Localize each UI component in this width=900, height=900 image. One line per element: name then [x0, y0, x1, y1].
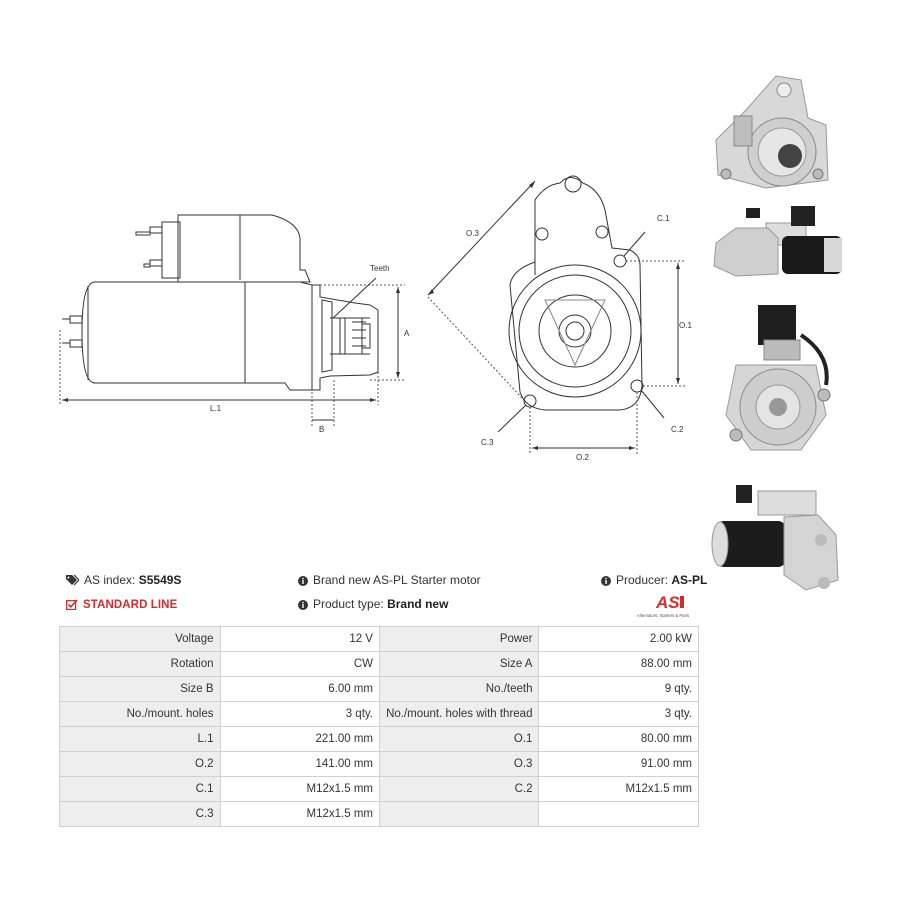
product-type-label: Product type: [313, 597, 384, 611]
spec-value: CW [219, 651, 380, 677]
spec-value: M12x1.5 mm [219, 776, 380, 802]
spec-value: 6.00 mm [219, 676, 380, 702]
spec-value: 91.00 mm [538, 751, 699, 777]
side-dimension-lines [59, 284, 405, 428]
spec-label: O.3 [378, 751, 540, 777]
side-view-drawing [62, 214, 379, 391]
spec-label: Power [378, 626, 540, 652]
description: Brand new AS-PL Starter motor [298, 573, 481, 587]
as-index-label: AS index: [84, 573, 136, 587]
spec-label: L.1 [59, 726, 221, 752]
spec-label: O.2 [59, 751, 221, 777]
dim-c2-label: C.2 [671, 425, 684, 434]
spec-value [538, 801, 699, 827]
dim-o2-label: O.2 [576, 453, 589, 462]
as-index: AS index: S5549S [66, 573, 181, 587]
angle-view-photo[interactable] [706, 485, 856, 595]
dim-l1-label: L.1 [210, 404, 222, 413]
spec-value: 12 V [219, 626, 380, 652]
as-index-value: S5549S [138, 573, 182, 587]
spec-label [378, 801, 540, 827]
dim-a-label: A [404, 329, 410, 338]
dim-c1-label: C.1 [657, 214, 670, 223]
spec-label: C.3 [59, 801, 221, 827]
spec-label: C.2 [378, 776, 540, 802]
spec-label: Rotation [59, 651, 221, 677]
as-pl-logo: AS Alternators, Starters & Parts [637, 593, 689, 618]
spec-value: 3 qty. [538, 701, 699, 727]
dim-o1-label: O.1 [679, 321, 692, 330]
standard-line: STANDARD LINE [66, 597, 177, 611]
spec-label: C.1 [59, 776, 221, 802]
spec-value: 221.00 mm [219, 726, 380, 752]
side-view-photo[interactable] [706, 198, 856, 283]
technical-drawing: Teeth A B L.1 O.3 O.1 O.2 C.1 C.2 C.3 [59, 175, 692, 462]
tags-icon [66, 575, 79, 586]
producer: Producer: AS-PL [601, 573, 707, 587]
spec-label: No./mount. holes [59, 701, 221, 727]
spec-value: 2.00 kW [538, 626, 699, 652]
logo-text: AS [655, 593, 680, 612]
producer-label: Producer: [616, 573, 669, 587]
spec-value: 3 qty. [219, 701, 380, 727]
spec-value: M12x1.5 mm [538, 776, 699, 802]
dim-b-label: B [319, 425, 324, 434]
info-icon [601, 575, 611, 586]
front-view-drawing [508, 175, 644, 411]
front-view-photo[interactable] [706, 70, 856, 195]
spec-label: No./teeth [378, 676, 540, 702]
product-type-value: Brand new [387, 597, 449, 611]
checkbox-icon [66, 599, 78, 611]
spec-value: 9 qty. [538, 676, 699, 702]
dim-c3-label: C.3 [481, 438, 494, 447]
product-type: Product type: Brand new [298, 597, 448, 611]
spec-value: M12x1.5 mm [219, 801, 380, 827]
logo-tagline: Alternators, Starters & Parts [637, 613, 689, 618]
standard-line-label: STANDARD LINE [83, 599, 178, 611]
spec-label: No./mount. holes with thread [378, 701, 540, 727]
spec-label: O.1 [378, 726, 540, 752]
producer-value: AS-PL [671, 573, 708, 587]
spec-label: Size A [378, 651, 540, 677]
info-icon [298, 575, 308, 586]
spec-value: 88.00 mm [538, 651, 699, 677]
rear-view-photo[interactable] [706, 295, 856, 475]
dim-o3-label: O.3 [466, 229, 479, 238]
spec-label: Size B [59, 676, 221, 702]
spec-value: 80.00 mm [538, 726, 699, 752]
spec-value: 141.00 mm [219, 751, 380, 777]
teeth-label: Teeth [370, 264, 390, 273]
spec-label: Voltage [59, 626, 221, 652]
description-text: Brand new AS-PL Starter motor [313, 573, 481, 587]
info-icon [298, 599, 308, 610]
